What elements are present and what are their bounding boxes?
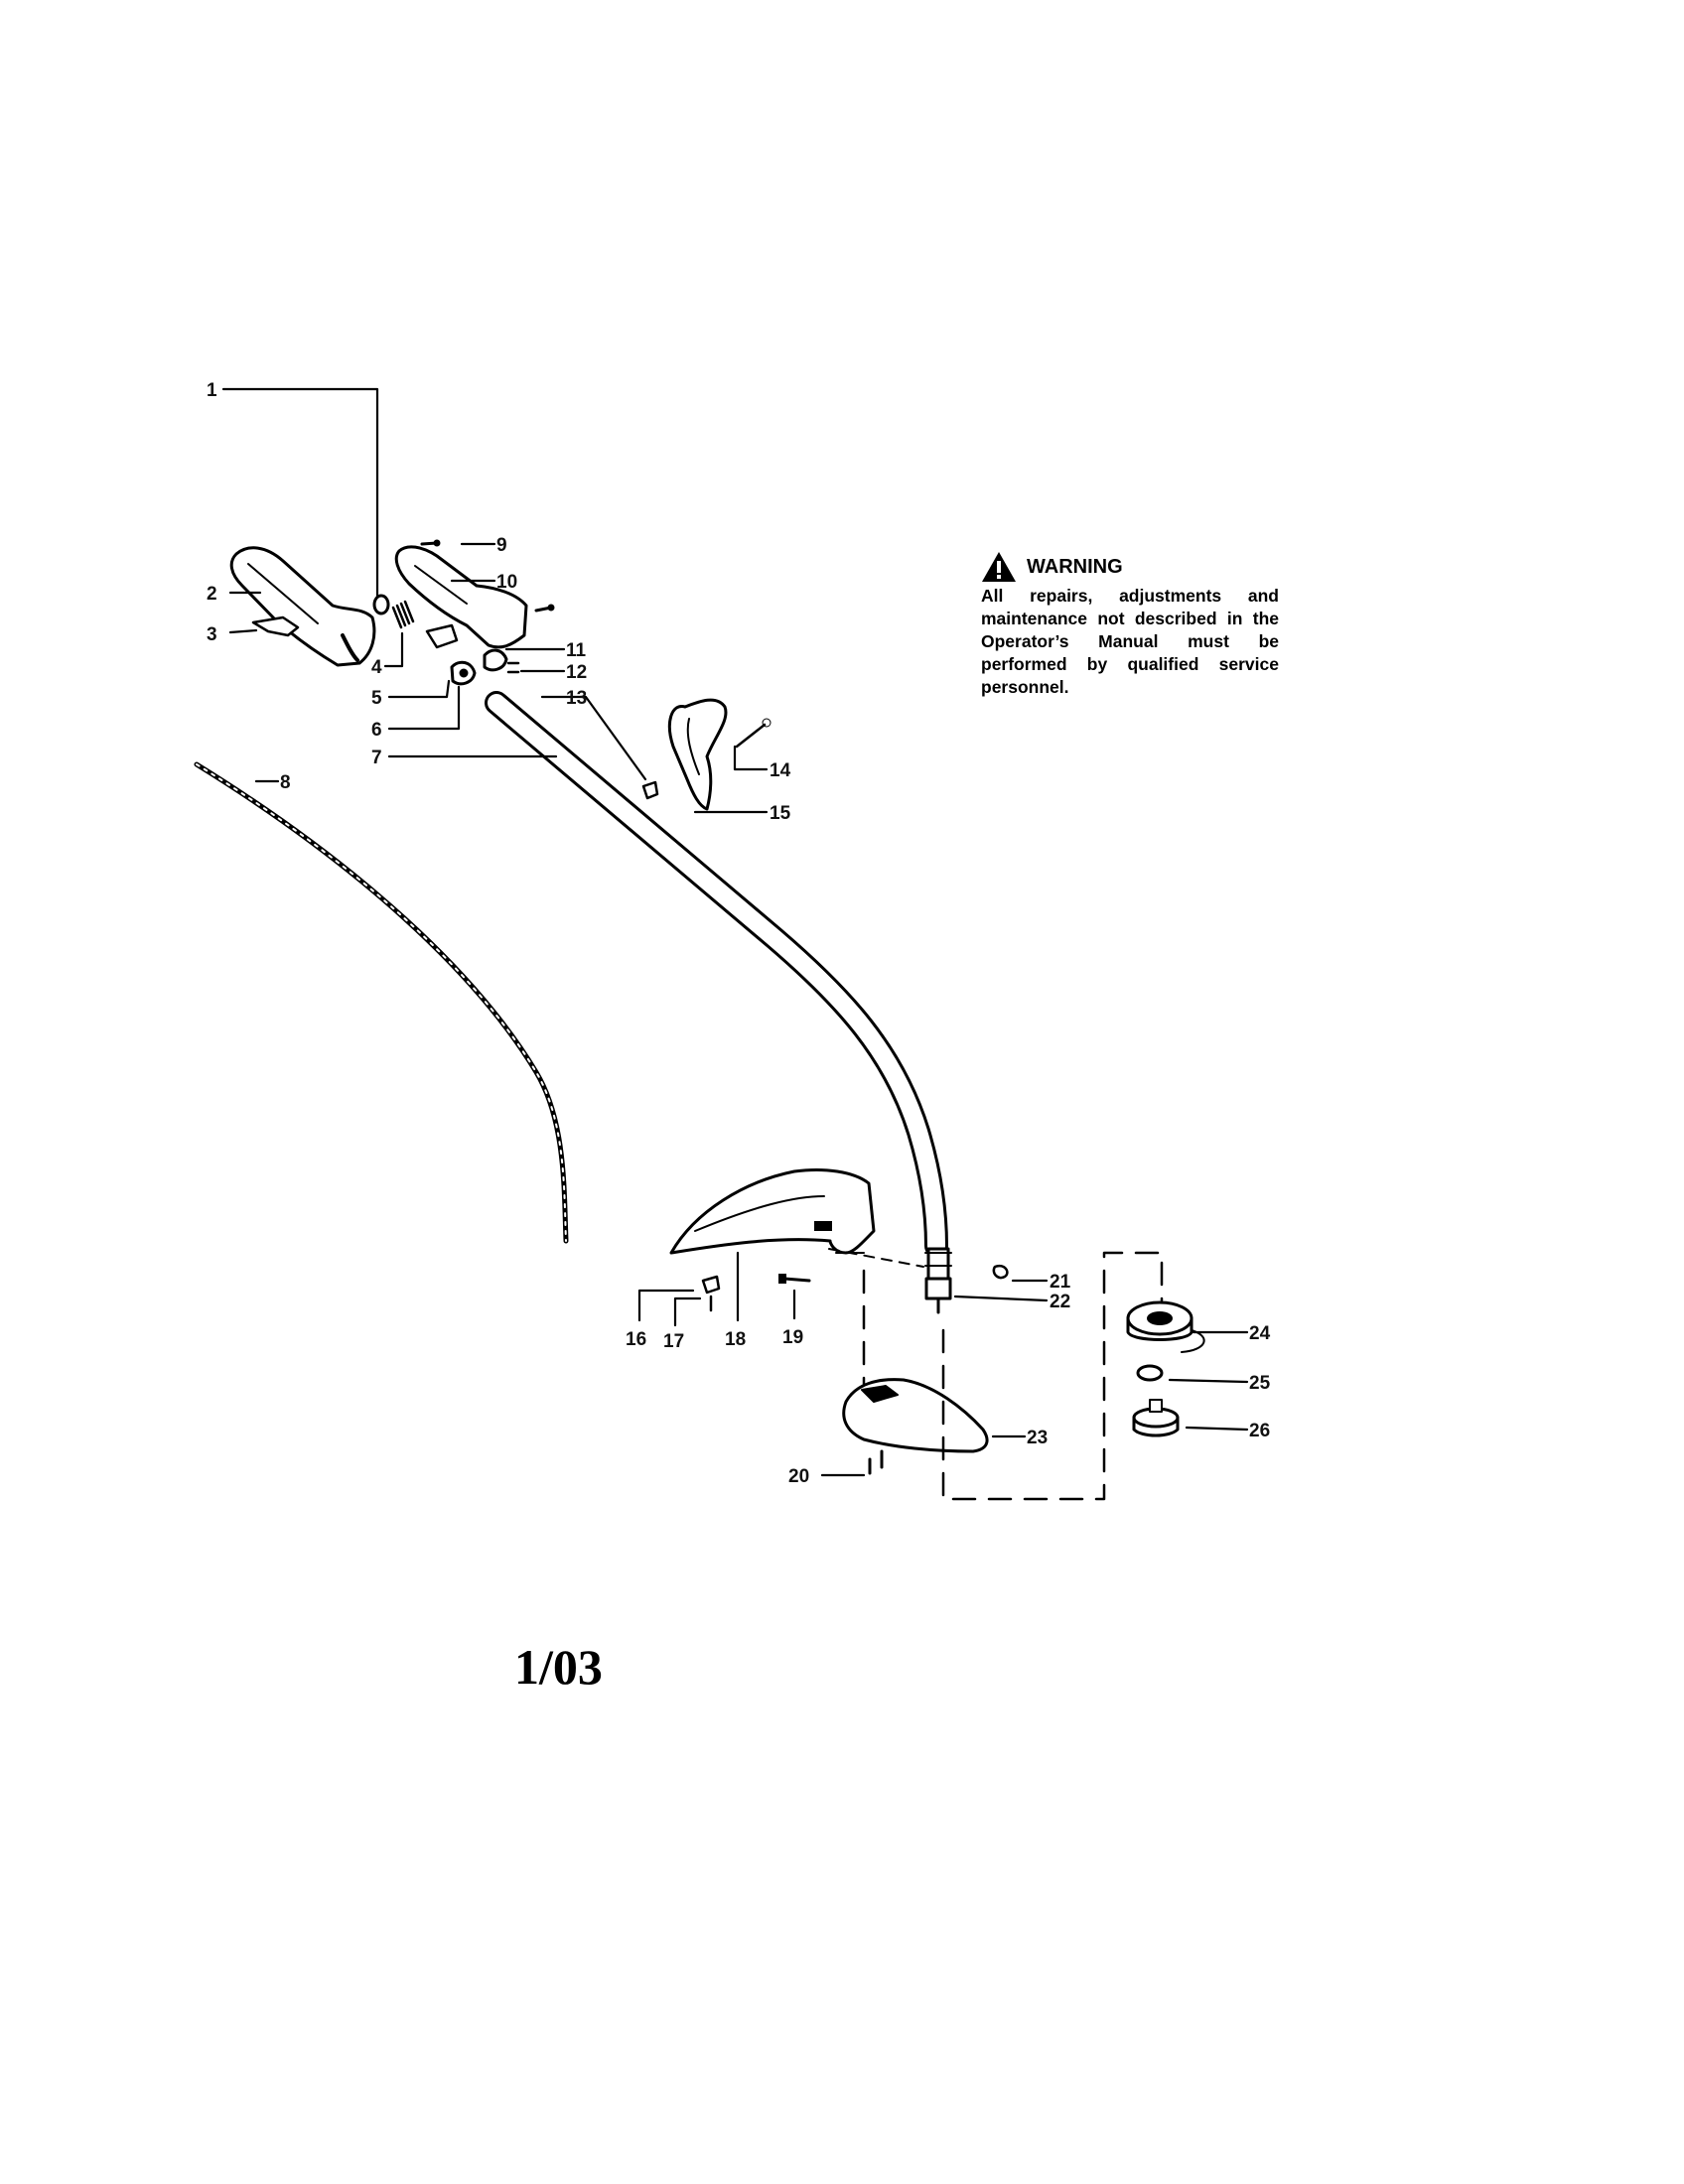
part-2-handle-grip [229, 546, 376, 667]
part-26-knob [1132, 1399, 1180, 1437]
part-19-bolt [778, 1274, 811, 1284]
part-12-nut [483, 648, 508, 672]
part-22-arbor [924, 1247, 952, 1314]
warning-title: WARNING [1027, 555, 1123, 578]
part-1-washer [372, 594, 390, 615]
callout-14: 14 [770, 760, 791, 781]
callout-20: 20 [788, 1466, 809, 1487]
callout-13: 13 [566, 688, 587, 709]
callout-24: 24 [1249, 1323, 1271, 1344]
callout-17: 17 [663, 1331, 684, 1352]
part-9-screw [420, 539, 441, 547]
callout-8: 8 [280, 772, 291, 793]
warning-triangle-icon [982, 552, 1016, 582]
callout-16: 16 [626, 1329, 646, 1350]
warning-text: All repairs, adjustments and maintenance… [981, 586, 1279, 697]
callout-5: 5 [371, 688, 382, 709]
callout-18: 18 [725, 1329, 746, 1350]
part-20-screw [868, 1449, 884, 1475]
part-25-ring [1136, 1364, 1164, 1382]
part-24-spool [1126, 1300, 1205, 1353]
part-16-nut [701, 1275, 721, 1295]
callout-12: 12 [566, 662, 587, 683]
callout-21: 21 [1050, 1272, 1071, 1293]
callout-26: 26 [1249, 1421, 1270, 1441]
callout-11: 11 [566, 640, 587, 661]
part-14-bolt [735, 718, 772, 749]
callout-25: 25 [1249, 1373, 1271, 1394]
callout-10: 10 [496, 572, 517, 593]
warning-header: WARNING [981, 551, 1279, 583]
part-4-spring [391, 600, 415, 629]
part-21-clip [992, 1264, 1009, 1280]
warning-box: WARNING All repairs, adjustments and mai… [981, 551, 1279, 699]
part-wing-nut [641, 780, 659, 800]
callout-7: 7 [371, 748, 382, 768]
callout-1: 1 [207, 380, 217, 401]
callout-2: 2 [207, 584, 217, 605]
part-8-drive-cable [194, 761, 569, 1244]
callout-9: 9 [496, 535, 507, 556]
callout-4: 4 [371, 657, 382, 678]
callout-19: 19 [782, 1327, 803, 1348]
callout-3: 3 [207, 624, 217, 645]
part-3-trigger [251, 615, 300, 637]
part-18-shield [669, 1168, 876, 1255]
part-9-screw-2 [534, 604, 555, 613]
callout-23: 23 [1027, 1428, 1048, 1448]
part-11-clip [425, 623, 459, 649]
part-10-handle-housing [394, 545, 528, 649]
part-15-assist-handle [668, 698, 728, 811]
callout-15: 15 [770, 803, 791, 824]
callout-6: 6 [371, 720, 382, 741]
date-code: 1/03 [514, 1639, 603, 1695]
callout-22: 22 [1050, 1292, 1070, 1312]
